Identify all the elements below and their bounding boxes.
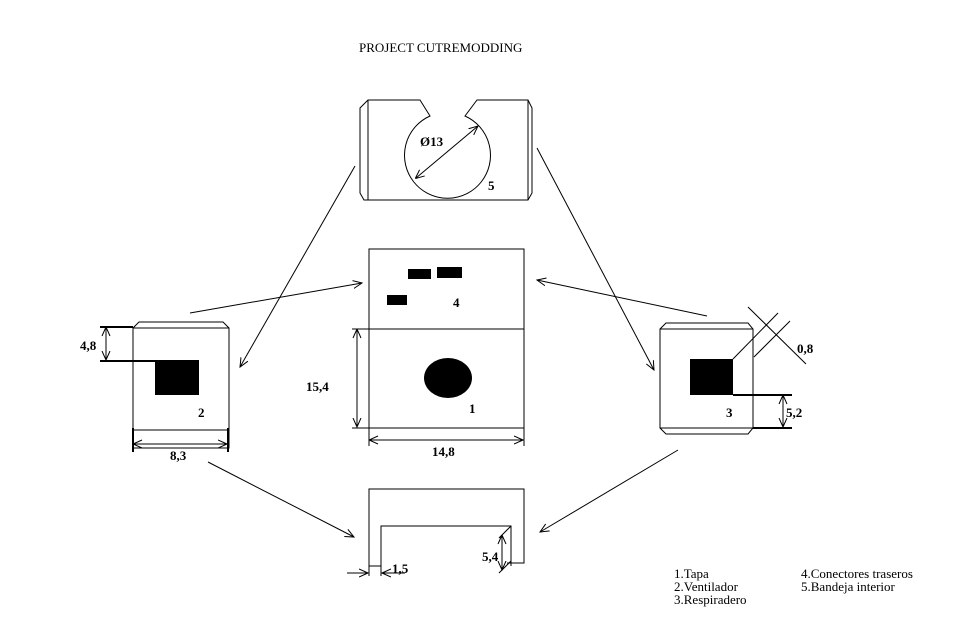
width-label: 8,3 (170, 448, 187, 463)
connector-block (387, 295, 407, 305)
part-2-ventilador: 2 4,8 8,3 (80, 321, 230, 463)
thickness-label: 1,5 (392, 561, 409, 576)
connector-block (408, 269, 431, 279)
page-title: PROJECT CUTREMODDING (359, 40, 522, 55)
gap-label: 0,8 (797, 341, 814, 356)
vent-square (690, 359, 733, 395)
part-1-tapa: 4 1 15,4 14,8 (306, 248, 525, 459)
connector-block (437, 267, 462, 278)
offset-label: 5,2 (786, 405, 802, 420)
arrow (540, 449, 679, 532)
legend-item: 5.Bandeja interior (801, 579, 896, 594)
offset-label: 4,8 (80, 338, 97, 353)
depth-label: 5,4 (482, 549, 499, 564)
part-bottom-profile: 5,4 1,5 (347, 488, 525, 576)
part-number-5: 5 (488, 178, 495, 193)
arrow (207, 461, 354, 537)
arrow (240, 165, 356, 367)
fan-hole (424, 358, 472, 398)
height-label: 15,4 (306, 379, 329, 394)
arrow (537, 280, 708, 317)
part-5-bandeja: Ø13 5 (359, 99, 533, 201)
width-label: 14,8 (432, 444, 455, 459)
part-number-2: 2 (198, 405, 205, 420)
legend-item: 3.Respiradero (674, 592, 747, 607)
part-3-respiradero: 3 0,8 5,2 (659, 306, 814, 435)
legend-item: 4.Conectores traseros (801, 566, 913, 581)
fan-square (155, 360, 199, 395)
part-number-1: 1 (469, 401, 476, 416)
part-number-4: 4 (453, 295, 460, 310)
assembly-arrows (189, 147, 708, 537)
diameter-label: Ø13 (420, 134, 444, 149)
legend: 1.Tapa 2.Ventilador 3.Respiradero 4.Cone… (674, 566, 913, 607)
legend-item: 1.Tapa (674, 566, 709, 581)
legend-item: 2.Ventilador (674, 579, 739, 594)
part-number-3: 3 (726, 405, 733, 420)
arrow (189, 283, 362, 314)
arrow (536, 147, 654, 370)
